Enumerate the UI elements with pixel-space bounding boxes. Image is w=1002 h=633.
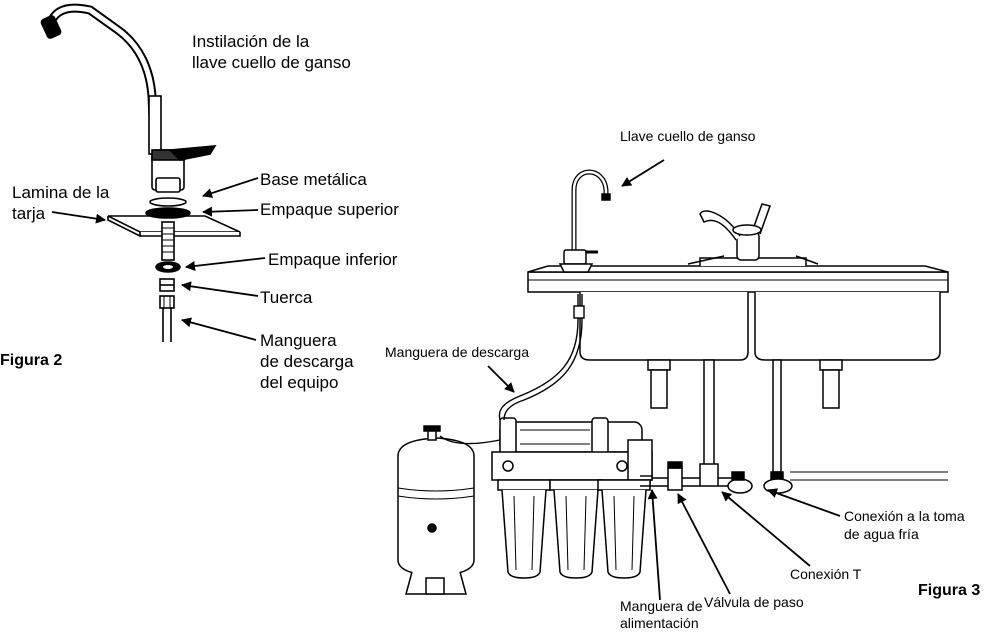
- label-alimentacion-line1: Manguera de: [620, 598, 703, 614]
- sink-assembly: [527, 169, 949, 494]
- label-conexion-t: Conexión T: [790, 566, 862, 582]
- label-manguera-line2: de descarga: [260, 352, 354, 371]
- label-valvula-de-paso: Válvula de paso: [704, 594, 804, 610]
- label-tuerca: Tuerca: [260, 288, 313, 307]
- label-alimentacion-line2: alimentación: [620, 615, 699, 631]
- figure3-caption: Figura 3: [918, 582, 981, 599]
- label-manguera-line3: del equipo: [260, 373, 339, 392]
- label-empaque-inferior: Empaque inferior: [268, 250, 398, 269]
- tubing: [439, 294, 652, 477]
- label-lamina-line2: tarja: [12, 204, 46, 223]
- pressure-tank: [397, 425, 475, 595]
- figure2-title-line2: llave cuello de ganso: [192, 53, 351, 72]
- label-conexion-toma-line1: Conexión a la toma: [844, 508, 965, 524]
- label-llave-cuello-de-ganso: Llave cuello de ganso: [620, 128, 756, 144]
- label-lamina-line1: Lamina de la: [12, 183, 110, 202]
- label-manguera-de-descarga: Manguera de descarga: [385, 344, 529, 360]
- figure2-title-line1: Instilación de la: [192, 32, 310, 51]
- label-conexion-toma-line2: de agua fría: [844, 526, 919, 542]
- figure2-arrows: [51, 177, 266, 341]
- faucet-exploded-view: [40, 3, 241, 342]
- label-base-metalica: Base metálica: [260, 170, 367, 189]
- label-empaque-superior: Empaque superior: [260, 200, 399, 219]
- figure2-caption: Figura 2: [0, 352, 63, 369]
- ro-filter-unit: [491, 417, 653, 579]
- label-manguera-line1: Manguera: [260, 331, 337, 350]
- figure3-arrows: [487, 159, 841, 601]
